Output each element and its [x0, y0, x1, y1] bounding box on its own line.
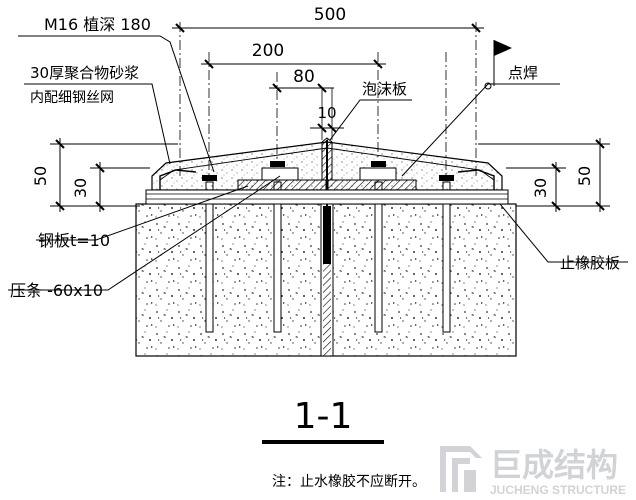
label-waterstop: 止橡胶板 — [560, 254, 620, 272]
label-spot-weld: 点焊 — [508, 64, 538, 82]
watermark-logo: 巨成结构 JUCHENG STRUCTURE — [440, 446, 626, 497]
horizontal-dimensions — [172, 23, 484, 133]
note-text: 注：止水橡胶不应断开。 — [272, 473, 426, 490]
dim-right-outer: 50 — [575, 166, 594, 186]
section-title: 1-1 — [294, 396, 353, 437]
section-title-underline — [262, 440, 384, 444]
waterstop-upturn — [159, 169, 495, 190]
extension-lines — [179, 22, 477, 178]
foam-board-ridge — [321, 137, 333, 181]
steel-plates — [237, 167, 417, 191]
label-press-strip: 压条 -60x10 — [10, 281, 103, 300]
label-mortar-line1: 30厚聚合物砂浆 — [30, 64, 139, 82]
watermark-brand-en: JUCHENG STRUCTURE — [490, 483, 626, 497]
label-mortar-line2: 内配细钢丝网 — [30, 90, 114, 106]
dim-bolt-offset: 80 — [293, 67, 315, 87]
weld-flag-icon — [493, 40, 512, 86]
label-anchor-bolt: M16 植深 180 — [44, 15, 151, 34]
dim-total-width: 500 — [314, 5, 346, 25]
dim-gap: 10 — [317, 104, 336, 122]
dim-right-inner: 30 — [531, 178, 550, 198]
dim-bolt-spacing: 200 — [252, 41, 284, 61]
watermark-brand: 巨成结构 — [490, 447, 618, 483]
leader-lines — [8, 35, 628, 291]
dim-left-outer: 50 — [31, 166, 50, 186]
rubber-waterstop — [145, 189, 509, 205]
dim-left-inner: 30 — [71, 178, 90, 198]
vertical-dimensions — [50, 138, 610, 212]
bolt-nuts — [202, 161, 454, 181]
brand-logo-icon — [440, 446, 482, 492]
label-steel-plate: 钢板t=10 — [38, 231, 110, 250]
label-foam-board: 泡沫板 — [362, 80, 407, 98]
